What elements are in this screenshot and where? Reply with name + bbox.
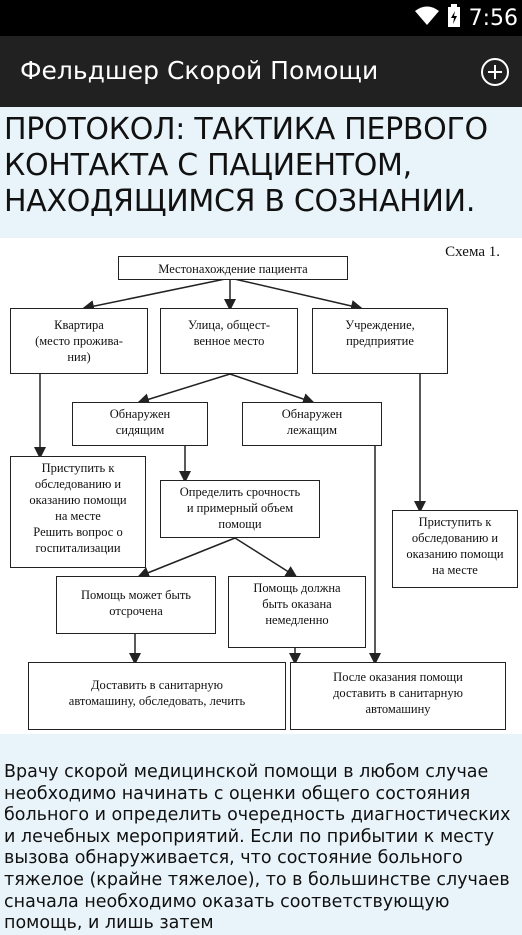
- deliver-to-ambulance-box: Доставить в санитарную автомашину, обсле…: [28, 662, 286, 730]
- determine-urgency-box: Определить срочность и примерный объем п…: [160, 480, 320, 538]
- battery-icon: [447, 4, 461, 32]
- help-immediate-box: Помощь должна быть оказана немедленно: [228, 576, 366, 648]
- apartment-box: Квартира (место прожива- ния): [10, 308, 148, 374]
- add-circle-icon[interactable]: [480, 57, 510, 87]
- protocol-heading: ПРОТОКОЛ: ТАКТИКА ПЕРВОГО КОНТАКТА С ПАЦ…: [4, 112, 488, 219]
- found-sitting-box: Обнаружен сидящим: [72, 402, 208, 446]
- protocol-text: Врачу скорой медицинской помощи в любом …: [4, 762, 511, 934]
- start-help-on-site-box: Приступить к обследованию и оказанию пом…: [392, 510, 518, 588]
- flowchart-scheme: Схема 1. Местонахождение пациента Кварти…: [0, 238, 522, 734]
- clock: 7:56: [468, 5, 518, 31]
- flowchart-connectors: [34, 277, 426, 665]
- after-help-deliver-box: После оказания помощи доставить в санита…: [290, 662, 506, 730]
- app-title: Фельдшер Скорой Помощи: [20, 56, 379, 85]
- found-lying-box: Обнаружен лежащим: [242, 402, 382, 446]
- app-bar: Фельдшер Скорой Помощи: [0, 36, 522, 107]
- start-exam-box: Приступить к обследованию и оказанию пом…: [10, 456, 146, 568]
- status-bar: 7:56: [0, 0, 522, 36]
- wifi-icon: [414, 6, 439, 30]
- street-box: Улица, общест- венное место: [160, 308, 298, 374]
- scheme-label: Схема 1.: [445, 244, 500, 260]
- help-can-wait-box: Помощь может быть отсрочена: [56, 576, 216, 634]
- location-box: Местонахождение пациента: [118, 256, 348, 280]
- institution-box: Учреждение, предприятие: [312, 308, 448, 374]
